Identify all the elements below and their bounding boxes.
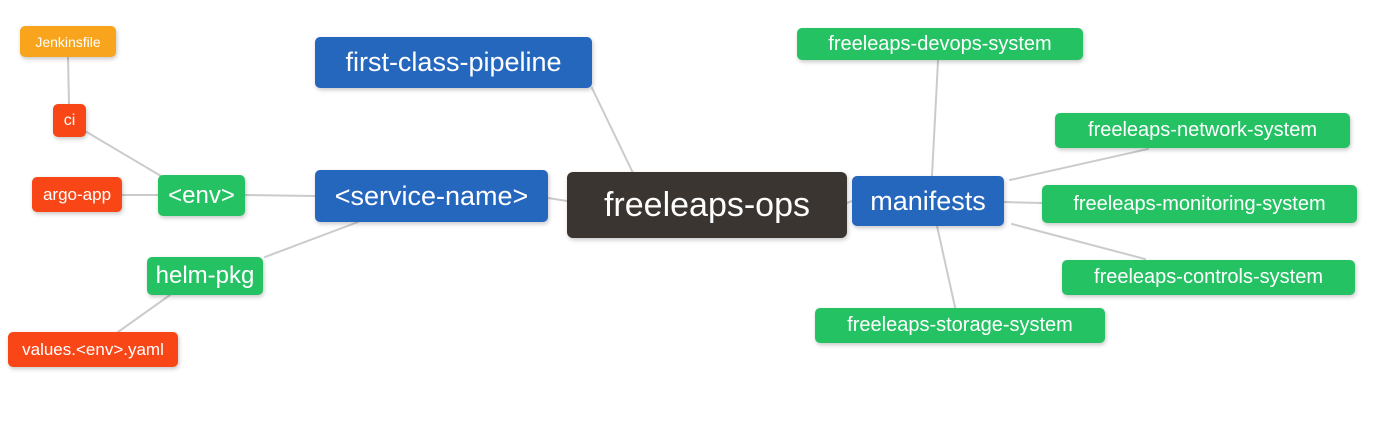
edge-manifests-storage [936, 225, 956, 308]
node-jenkinsfile[interactable]: Jenkinsfile [20, 26, 116, 57]
node-freeleaps-network-system[interactable]: freeleaps-network-system [1055, 113, 1350, 148]
node-manifests[interactable]: manifests [852, 176, 1004, 226]
edge-manifests-controls [1011, 223, 1146, 260]
edge-manifests-monitoring [1003, 201, 1043, 204]
node-freeleaps-controls-system[interactable]: freeleaps-controls-system [1062, 260, 1355, 295]
node-values-env-yaml[interactable]: values.<env>.yaml [8, 332, 178, 367]
node-argo-app[interactable]: argo-app [32, 177, 122, 212]
node-freeleaps-storage-system[interactable]: freeleaps-storage-system [815, 308, 1105, 343]
node-freeleaps-ops-root[interactable]: freeleaps-ops [567, 172, 847, 238]
node-service-name[interactable]: <service-name> [315, 170, 548, 222]
node-env[interactable]: <env> [158, 175, 245, 216]
node-ci[interactable]: ci [53, 104, 86, 137]
node-freeleaps-monitoring-system[interactable]: freeleaps-monitoring-system [1042, 185, 1357, 223]
edge-service-name-ops [547, 197, 568, 202]
edge-ops-manifests [846, 200, 853, 204]
edge-jenkinsfile-ci [67, 56, 70, 105]
edge-fcp-freeleaps-ops [591, 87, 634, 174]
node-first-class-pipeline[interactable]: first-class-pipeline [315, 37, 592, 88]
edge-manifests-devops [931, 60, 939, 177]
edge-helm-pkg-values [117, 294, 171, 333]
edge-ci-env [84, 130, 167, 180]
edge-service-name-helm-pkg [264, 221, 359, 258]
node-freeleaps-devops-system[interactable]: freeleaps-devops-system [797, 28, 1083, 60]
edge-env-service-name [244, 194, 316, 197]
node-helm-pkg[interactable]: helm-pkg [147, 257, 263, 295]
edge-manifests-network [1009, 148, 1149, 181]
